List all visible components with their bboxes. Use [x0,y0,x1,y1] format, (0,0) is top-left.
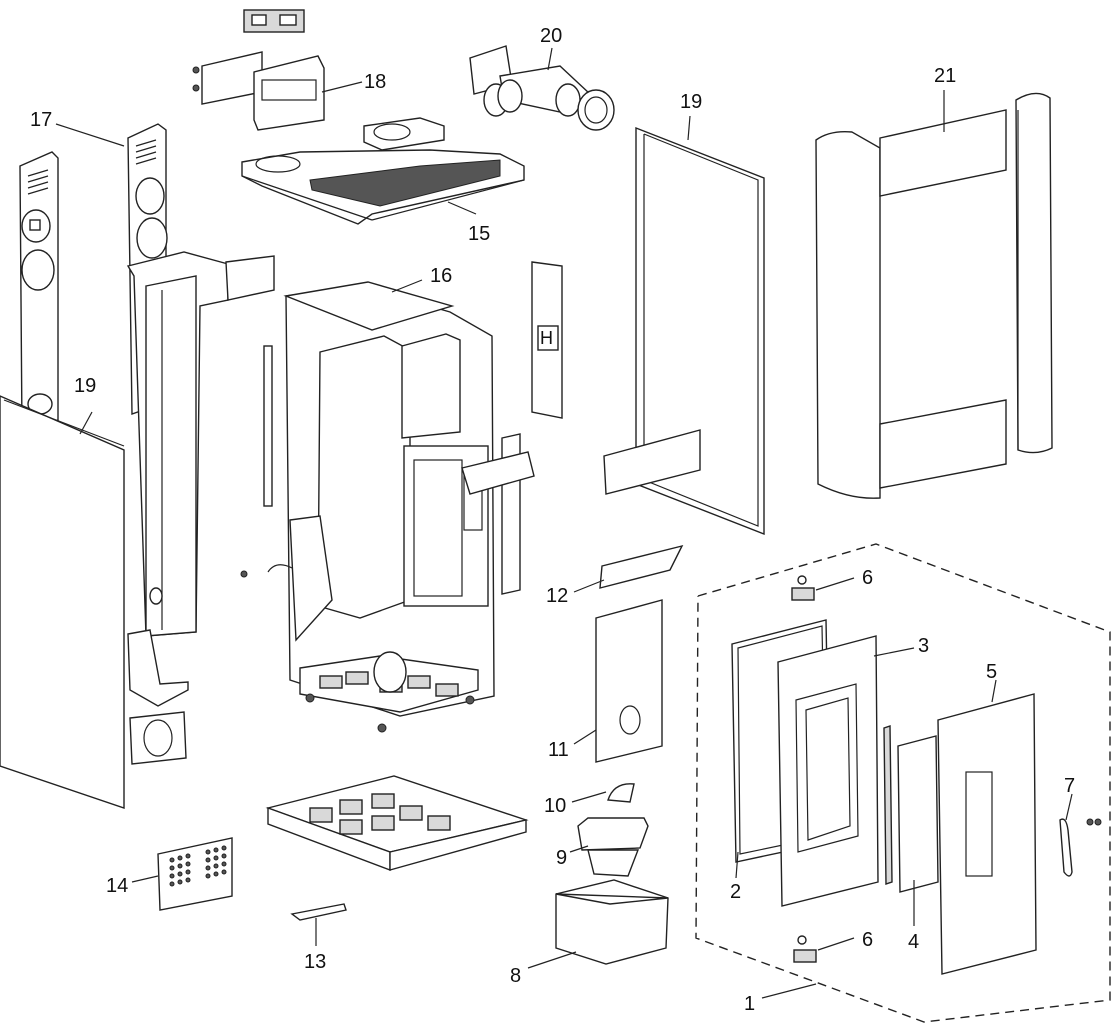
rear-bracket-panel: H [531,261,563,419]
part-14-grille [157,837,233,911]
label-9: 9 [556,847,567,869]
label-10: 10 [544,795,566,817]
part-21-front-cladding [815,92,1053,499]
label-3: 3 [918,635,929,657]
part-8-ash-pan [555,879,669,965]
label-8: 8 [510,965,521,987]
label-18: 18 [364,71,386,93]
label-19-left: 19 [74,375,96,397]
label-15: 15 [468,223,490,245]
label-6-bottom: 6 [862,929,873,951]
part-1-door-assembly [695,543,1111,1023]
part-19-rear-panel [603,126,765,536]
part-17-side-rails [19,123,168,433]
part-9-burn-pot [577,817,649,877]
part-10-clip [607,783,635,803]
label-20: 20 [540,25,562,47]
part-19-left-side-panel [0,395,125,809]
label-2: 2 [730,881,741,903]
part-15-top-cover [241,117,525,225]
label-4: 4 [908,931,919,953]
label-13: 13 [304,951,326,973]
label-21: 21 [934,65,956,87]
label-7: 7 [1064,775,1075,797]
part-16-stove-body [240,281,535,733]
part-18-control-panel [192,9,325,131]
svg-text:H: H [540,328,553,348]
label-19-rear: 19 [680,91,702,113]
label-6-top: 6 [862,567,873,589]
leader-lines [55,47,1073,999]
label-14: 14 [106,875,128,897]
part-number-labels: 20 18 17 19 19 21 15 16 12 11 10 9 8 14 … [30,25,1075,1015]
part-12-deflector [599,544,684,589]
label-11: 11 [548,739,569,761]
bottom-tray [265,775,529,872]
label-17: 17 [30,109,52,131]
label-16: 16 [430,265,452,287]
part-20-flue-pipe [469,45,615,131]
rear-duct-assembly [126,251,275,765]
label-12: 12 [546,585,568,607]
label-1: 1 [744,993,755,1015]
part-13-tool [290,903,347,921]
part-11-plate [595,599,663,763]
label-5: 5 [986,661,997,683]
